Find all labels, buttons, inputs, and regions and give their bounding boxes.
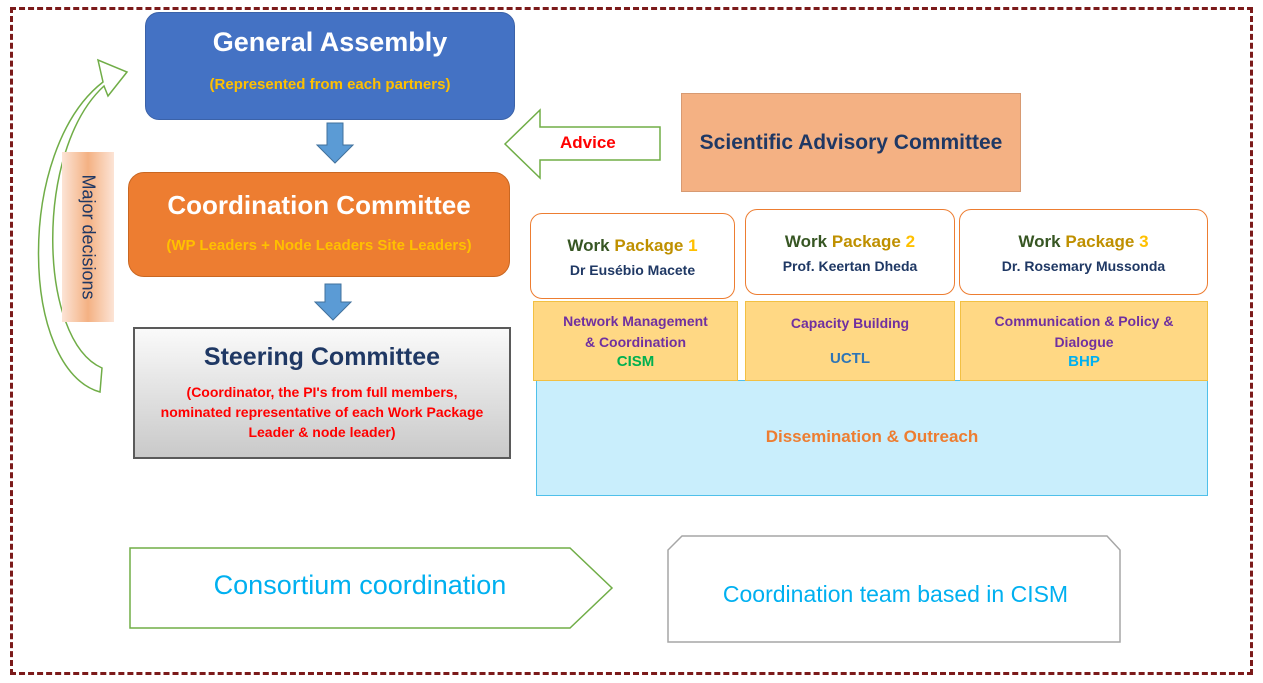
task-1-org: CISM [616, 353, 655, 370]
work-package-2-title: Work Package 2 [784, 232, 916, 251]
dashed-border-frame [10, 7, 1253, 675]
steering-committee-subtitle: (Coordinator, the PI's from full members… [160, 384, 484, 440]
work-package-3-box: Work Package 3 Dr. Rosemary Mussonda [959, 209, 1208, 295]
coordination-team-label: Coordination team based in CISM [722, 581, 1069, 607]
work-package-3-title: Work Package 3 [1018, 232, 1149, 251]
consortium-coordination-arrow-shape [129, 547, 614, 629]
scientific-advisory-committee-box: Scientific Advisory Committee [681, 93, 1021, 192]
task-2-line1: Capacity Building [790, 315, 910, 331]
task-2-org: UCTL [830, 350, 870, 367]
work-package-3-lead: Dr. Rosemary Mussonda [1001, 258, 1166, 274]
task-communication-box: Communication & Policy & Dialogue BHP [960, 301, 1208, 381]
advice-arrow [503, 108, 661, 180]
major-decisions-label-box: Major decisions [62, 152, 114, 322]
task-capacity-building-box: Capacity Building UCTL [745, 301, 955, 381]
work-package-1-box: Work Package 1 Dr Eusébio Macete [530, 213, 735, 299]
task-1-line1: Network Management [563, 313, 708, 329]
general-assembly-title: General Assembly [212, 27, 448, 57]
task-3-org: BHP [1068, 353, 1100, 370]
task-network-management-box: Network Management & Coordination CISM [533, 301, 738, 381]
coordination-committee-box: Coordination Committee (WP Leaders + Nod… [128, 172, 510, 277]
general-assembly-subtitle: (Represented from each partners) [209, 76, 451, 93]
advice-label: Advice [560, 133, 616, 152]
scientific-advisory-committee-label: Scientific Advisory Committee [699, 130, 1003, 154]
down-arrow-ga-to-cc [315, 122, 355, 164]
work-package-1-title: Work Package 1 [567, 236, 698, 255]
work-package-2-lead: Prof. Keertan Dheda [782, 258, 918, 274]
work-package-2-box: Work Package 2 Prof. Keertan Dheda [745, 209, 955, 295]
task-3-line2: Dialogue [1054, 334, 1114, 350]
down-arrow-cc-to-sc [313, 283, 353, 321]
consortium-coordination-label: Consortium coordination [213, 570, 507, 600]
dissemination-outreach-box: Dissemination & Outreach [536, 380, 1208, 496]
steering-committee-box: Steering Committee (Coordinator, the PI'… [133, 327, 511, 459]
work-package-1-lead: Dr Eusébio Macete [569, 262, 696, 278]
steering-committee-title: Steering Committee [203, 343, 441, 371]
dissemination-outreach-label: Dissemination & Outreach [765, 427, 979, 446]
coordination-committee-title: Coordination Committee [167, 190, 471, 220]
coordination-team-box [667, 535, 1121, 643]
general-assembly-box: General Assembly (Represented from each … [145, 12, 515, 120]
task-1-line2: & Coordination [584, 334, 687, 350]
major-decisions-label: Major decisions [78, 174, 99, 300]
task-3-line1: Communication & Policy & [994, 313, 1174, 329]
coordination-committee-subtitle: (WP Leaders + Node Leaders Site Leaders) [166, 237, 472, 254]
major-decisions-curved-arrow [37, 58, 129, 393]
